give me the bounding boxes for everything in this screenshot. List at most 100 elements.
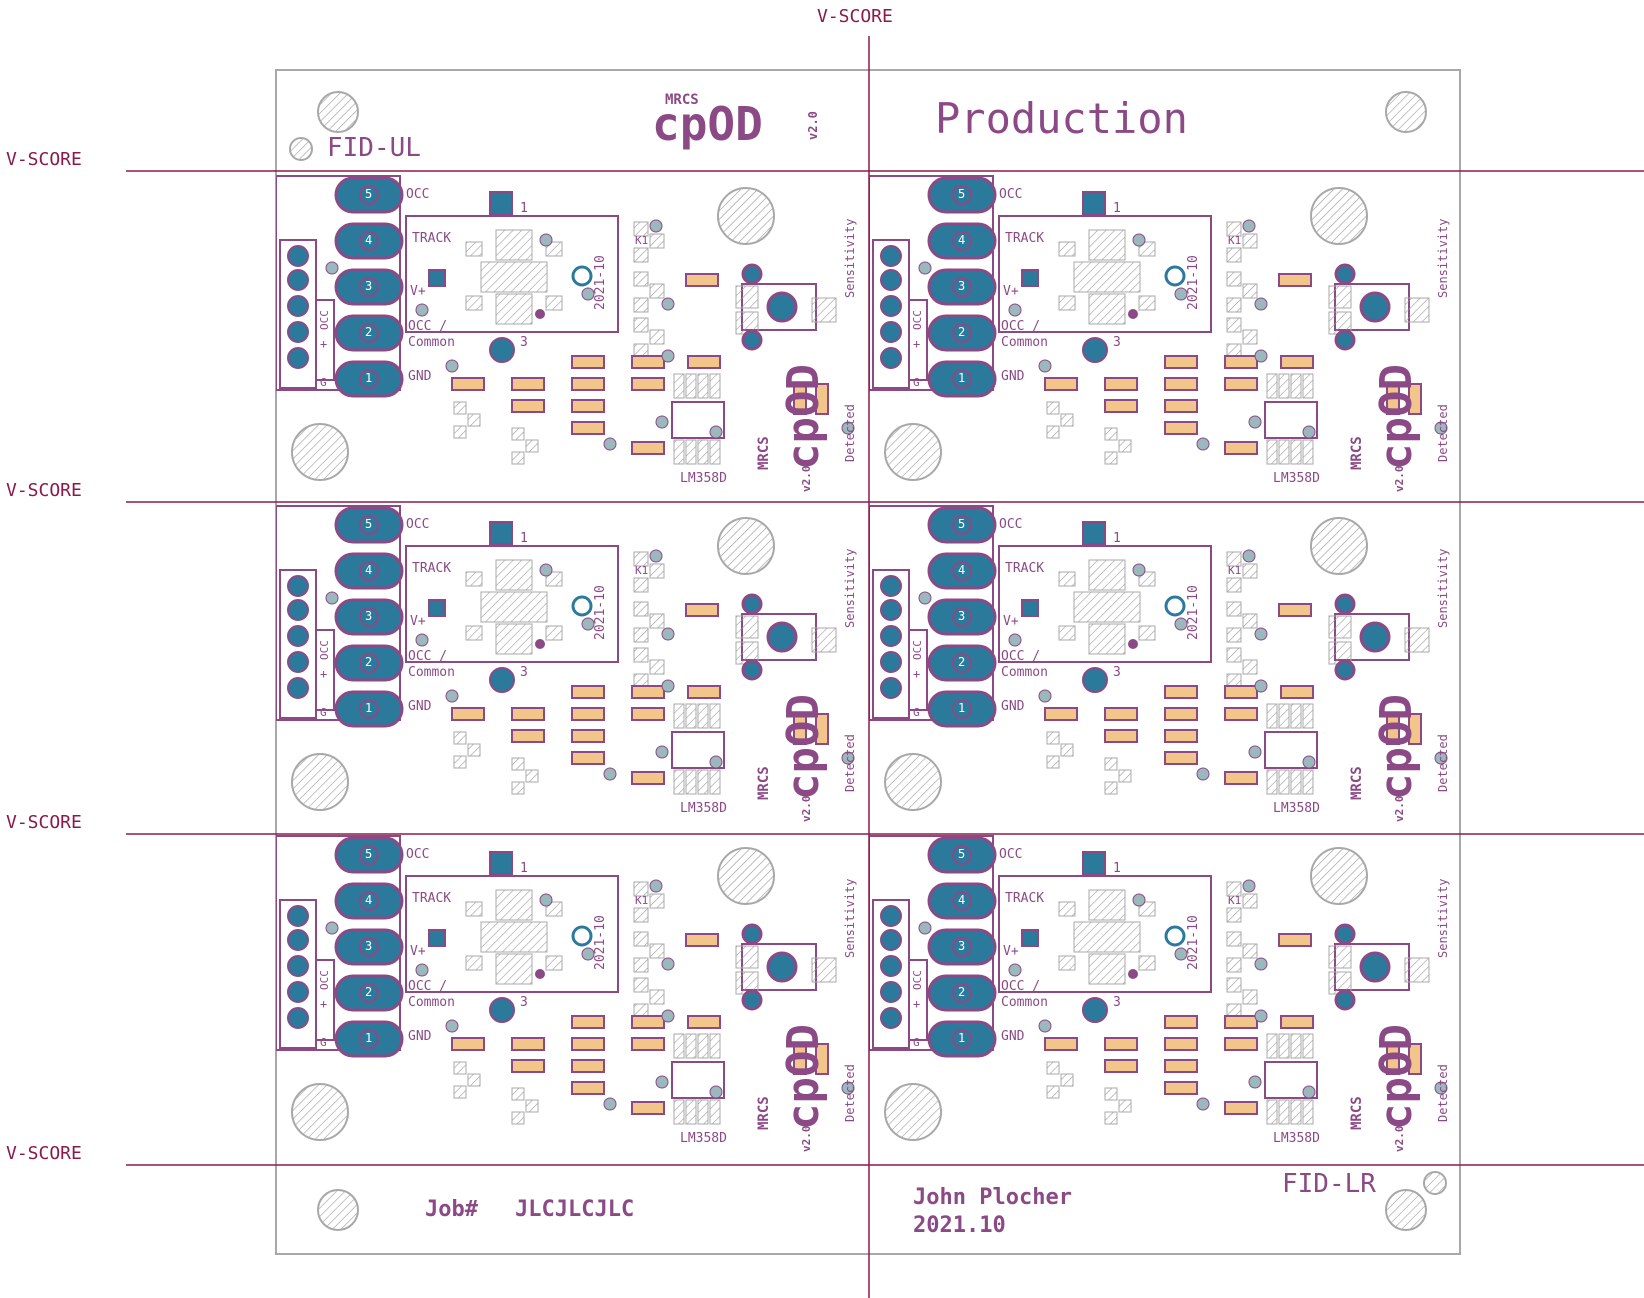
tooling-hole (317, 1189, 359, 1231)
pin-1: 1 (1113, 201, 1121, 216)
terminal-number: 5 (365, 187, 372, 201)
terminal-number: 3 (365, 939, 372, 953)
label-sensitivity: Sensitivity (843, 879, 857, 958)
header-g-label: G (913, 1036, 920, 1049)
header-g-label: G (320, 1036, 327, 1049)
label-detected: Detected (1436, 404, 1450, 462)
label-sensitivity: Sensitivity (843, 219, 857, 298)
terminal-number: 2 (365, 655, 372, 669)
date-code: 2021-10 (593, 915, 608, 970)
terminal-number: 1 (365, 701, 372, 715)
pin-1: 1 (1113, 861, 1121, 876)
header-plus-label: + (913, 667, 920, 681)
label-track: TRACK (412, 891, 451, 906)
v-score-label: V-SCORE (817, 6, 893, 27)
label-common: Common (408, 995, 455, 1010)
terminal-number: 4 (958, 893, 965, 907)
pin-3: 3 (520, 995, 528, 1010)
terminal-number: 4 (958, 563, 965, 577)
board-brand-big: cpOD (778, 364, 829, 470)
label-common: Common (1001, 335, 1048, 350)
label-detected: Detected (1436, 734, 1450, 792)
ic-label: LM358D (680, 471, 727, 486)
ic-label: LM358D (680, 801, 727, 816)
board-brand-big: cpOD (1371, 364, 1422, 470)
pin-3: 3 (520, 665, 528, 680)
job-label: Job# (425, 1197, 479, 1222)
terminal-number: 3 (958, 939, 965, 953)
terminal-number: 3 (365, 609, 372, 623)
header-g-label: G (913, 376, 920, 389)
pin-1: 1 (1113, 531, 1121, 546)
board-artwork (869, 174, 1449, 482)
label-detected: Detected (843, 1064, 857, 1122)
header-version: v2.0 (806, 111, 820, 140)
board-brand-small: MRCS (1349, 436, 1365, 470)
header-plus-label: + (320, 667, 327, 681)
header-plus-label: + (320, 337, 327, 351)
date-code: 2021-10 (593, 255, 608, 310)
v-score-label: V-SCORE (6, 149, 82, 170)
terminal-number: 1 (365, 1031, 372, 1045)
header-occ-label: OCC (318, 310, 331, 330)
label-vplus: V+ (410, 284, 426, 299)
terminal-number: 3 (365, 279, 372, 293)
label-detected: Detected (843, 404, 857, 462)
label-sensitivity: Sensitivity (1436, 879, 1450, 958)
label-occ-common: OCC / (408, 319, 447, 334)
k1-label: K1 (635, 894, 648, 907)
label-occ: OCC (406, 847, 429, 862)
k1-label: K1 (1228, 564, 1241, 577)
board-brand-big: cpOD (778, 1024, 829, 1130)
pin-1: 1 (520, 201, 528, 216)
v-score-label: V-SCORE (6, 480, 82, 501)
ic-label: LM358D (1273, 1131, 1320, 1146)
terminal-number: 2 (365, 325, 372, 339)
label-occ: OCC (999, 517, 1022, 532)
header-plus-label: + (913, 337, 920, 351)
header-occ-label: OCC (911, 640, 924, 660)
terminal-number: 1 (958, 701, 965, 715)
terminal-number: 4 (958, 233, 965, 247)
board-brand-big: cpOD (1371, 1024, 1422, 1130)
terminal-number: 2 (958, 655, 965, 669)
pin-1: 1 (520, 861, 528, 876)
date-code: 2021-10 (593, 585, 608, 640)
header-plus-label: + (320, 997, 327, 1011)
label-occ-common: OCC / (408, 979, 447, 994)
label-vplus: V+ (410, 614, 426, 629)
board-artwork (869, 504, 1449, 812)
terminal-number: 1 (958, 1031, 965, 1045)
label-track: TRACK (1005, 231, 1044, 246)
label-track: TRACK (412, 561, 451, 576)
k1-label: K1 (635, 234, 648, 247)
label-detected: Detected (1436, 1064, 1450, 1122)
board-brand-small: MRCS (756, 1096, 772, 1130)
terminal-number: 3 (958, 609, 965, 623)
label-track: TRACK (1005, 891, 1044, 906)
terminal-number: 2 (958, 325, 965, 339)
tooling-hole (317, 91, 359, 133)
terminal-number: 1 (365, 371, 372, 385)
terminal-number: 5 (365, 517, 372, 531)
label-occ: OCC (406, 187, 429, 202)
label-common: Common (1001, 665, 1048, 680)
fiducial-marker (289, 137, 313, 161)
header-g-label: G (320, 376, 327, 389)
fiducial-lr-label: FID-LR (1282, 1169, 1376, 1199)
header-g-label: G (320, 706, 327, 719)
fiducial-ul-label: FID-UL (327, 133, 421, 163)
board-brand-big: cpOD (1371, 694, 1422, 800)
header-occ-label: OCC (318, 970, 331, 990)
label-track: TRACK (1005, 561, 1044, 576)
label-common: Common (408, 665, 455, 680)
board-brand-big: cpOD (778, 694, 829, 800)
label-gnd: GND (408, 369, 432, 384)
terminal-number: 4 (365, 563, 372, 577)
